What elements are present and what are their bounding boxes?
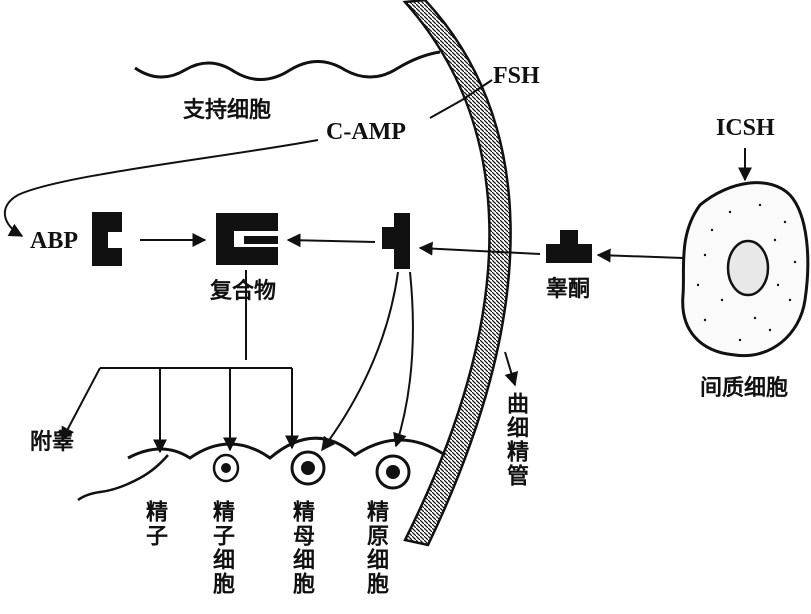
sperm-label: 精子 [142,500,167,548]
sperm-tail [77,454,169,502]
receptor-block [382,213,410,269]
epididymis-label: 附睾 [30,430,75,455]
spermatid-label: 精子细胞 [209,500,234,596]
icsh-label: ICSH [716,115,775,141]
complex-label: 复合物 [210,279,277,304]
testosterone-block [546,230,592,263]
spermatid-cell [212,453,240,483]
seminiferous-tubule-label: 曲细精管 [503,392,528,488]
sertoli-cell-label: 支持细胞 [183,98,272,123]
fsh-label: FSH [493,63,540,89]
abp-block [92,212,122,266]
complex-block [216,213,278,265]
receptor-to-spermatocyte-arrow [321,271,399,452]
receptor-to-complex-arrow [286,233,376,248]
sertoli-cell-membrane [134,50,441,81]
testosterone-label: 睾酮 [546,277,591,302]
tubule-label-pointer [504,351,519,387]
testosterone-to-receptor-arrow [418,241,541,256]
abp-label: ABP [30,228,78,254]
arrows [3,79,752,454]
spermatogonium-cell [375,454,411,490]
germ-cell-membranes [127,436,446,460]
interstitial-cell-stipple [696,203,797,342]
seminiferous-tubule-wall [402,0,512,547]
camp-to-abp-curve [3,139,319,237]
spermatocyte-cell [290,450,326,486]
interstitial-cell-label: 间质细胞 [700,376,789,401]
camp-label: C-AMP [326,119,406,145]
spermatogonium-label: 精原细胞 [363,500,388,596]
receptor-to-spermatogonium-arrow [393,271,414,448]
interstitial-cell-nucleus [726,239,770,297]
camp-pointer [429,99,463,119]
to-epididymis-arrow [61,367,101,442]
spermatocyte-label: 精母细胞 [289,500,314,596]
interstitial-to-testosterone-arrow [596,248,684,263]
fsh-pointer [461,79,493,101]
